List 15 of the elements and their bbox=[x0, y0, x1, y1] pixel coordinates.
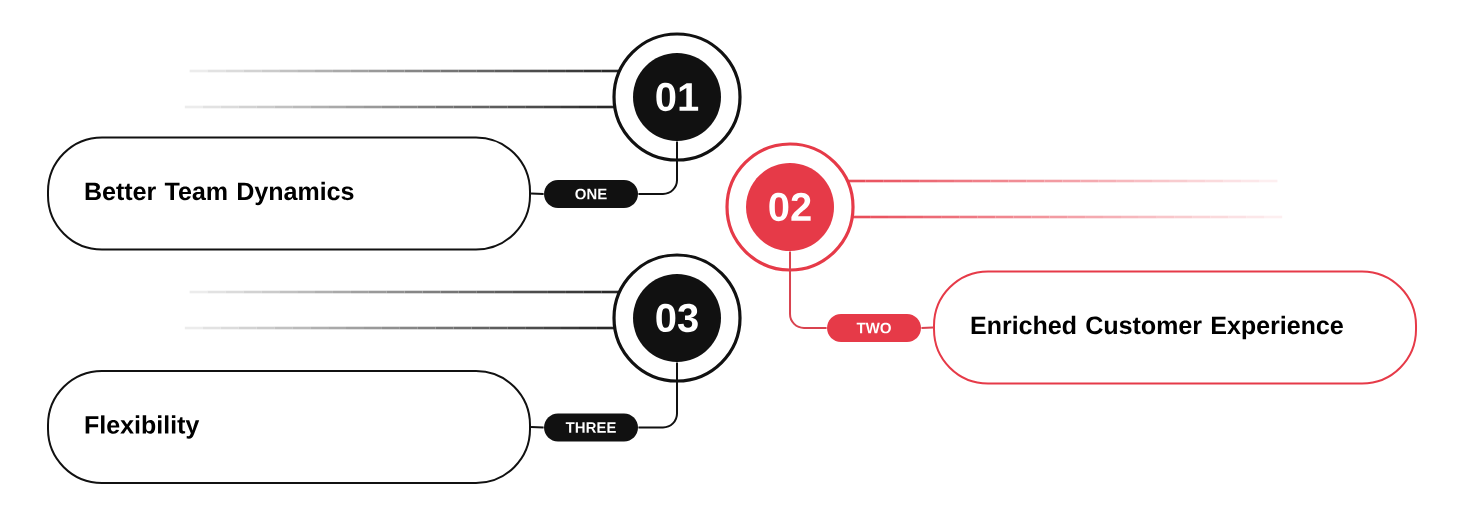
connector-line bbox=[530, 426, 545, 429]
connector-line bbox=[789, 250, 828, 329]
connector-line bbox=[637, 361, 678, 429]
number-badge: 01 bbox=[612, 32, 742, 162]
step-tag: TWO bbox=[827, 314, 921, 342]
connector-line bbox=[530, 192, 545, 195]
connector-line bbox=[637, 140, 678, 195]
step-tag: ONE bbox=[544, 180, 638, 208]
label-box: Better Team Dynamics bbox=[47, 136, 531, 251]
step-tag: THREE bbox=[544, 413, 638, 442]
number-badge: 03 bbox=[612, 253, 742, 383]
connector-line bbox=[920, 326, 934, 329]
label-box: Enriched Customer Experience bbox=[933, 270, 1417, 385]
number-badge: 02 bbox=[725, 142, 855, 272]
label-box: Flexibility bbox=[47, 370, 531, 484]
